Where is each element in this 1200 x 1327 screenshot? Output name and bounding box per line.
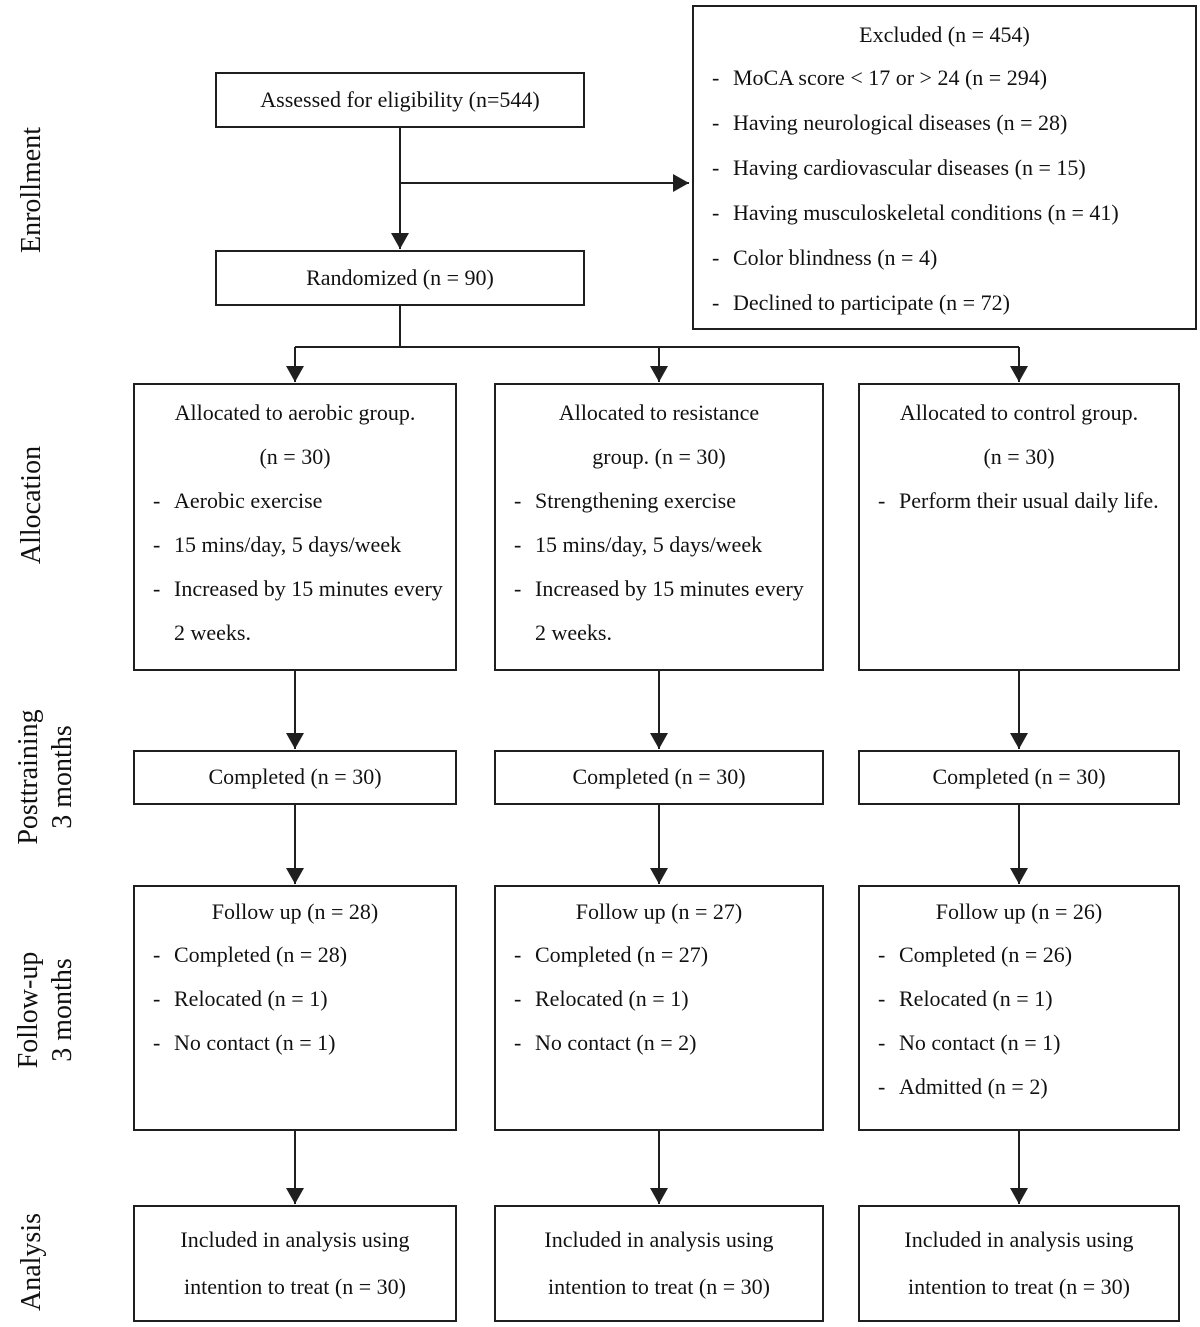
excluded-item: - Color blindness (n = 4) bbox=[712, 235, 1187, 280]
stage-label-followup-line2: 3 months bbox=[47, 958, 78, 1062]
bullet-dash: - bbox=[878, 1074, 886, 1099]
assessed-for-eligibility-box: Assessed for eligibility (n=544) bbox=[215, 72, 585, 128]
followup-item: - Completed (n = 26) bbox=[878, 933, 1170, 977]
followup-title: Follow up (n = 26) bbox=[935, 899, 1103, 924]
allocated-item: - Strengthening exercise bbox=[514, 479, 814, 523]
analysis-resistance-box: Included in analysis using intention to … bbox=[494, 1205, 824, 1322]
stage-label-followup: Follow-up 3 months bbox=[12, 952, 80, 1069]
analysis-line2: intention to treat (n = 30) bbox=[548, 1274, 770, 1299]
bullet-dash: - bbox=[153, 942, 161, 967]
completed-aerobic-box: Completed (n = 30) bbox=[133, 750, 457, 805]
allocated-detail-list: - Perform their usual daily life. bbox=[860, 479, 1178, 523]
followup-item: - No contact (n = 2) bbox=[514, 1021, 814, 1065]
allocated-item: - Increased by 15 minutes every 2 weeks. bbox=[514, 567, 814, 655]
allocated-item: - Perform their usual daily life. bbox=[878, 479, 1170, 523]
bullet-dash: - bbox=[514, 986, 522, 1011]
bullet-dash: - bbox=[514, 942, 522, 967]
stage-label-enrollment: Enrollment bbox=[16, 127, 47, 253]
analysis-control-box: Included in analysis using intention to … bbox=[858, 1205, 1180, 1322]
excluded-item: - MoCA score < 17 or > 24 (n = 294) bbox=[712, 55, 1187, 100]
bullet-dash: - bbox=[878, 1030, 886, 1055]
allocated-resistance-box: Allocated to resistance group. (n = 30) … bbox=[494, 383, 824, 671]
excluded-item: - Having neurological diseases (n = 28) bbox=[712, 100, 1187, 145]
analysis-line2: intention to treat (n = 30) bbox=[908, 1274, 1130, 1299]
bullet-dash: - bbox=[514, 488, 522, 513]
followup-title: Follow up (n = 27) bbox=[575, 899, 743, 924]
bullet-dash: - bbox=[153, 1030, 161, 1055]
analysis-aerobic-box: Included in analysis using intention to … bbox=[133, 1205, 457, 1322]
allocated-title-line2: (n = 30) bbox=[259, 444, 331, 469]
followup-item: - Relocated (n = 1) bbox=[514, 977, 814, 1021]
analysis-line2: intention to treat (n = 30) bbox=[184, 1274, 406, 1299]
excluded-item: - Declined to participate (n = 72) bbox=[712, 280, 1187, 325]
allocated-title-line1: Allocated to resistance bbox=[558, 400, 760, 425]
allocated-detail-list: - Strengthening exercise - 15 mins/day, … bbox=[496, 479, 822, 655]
stage-label-posttraining-line2: 3 months bbox=[47, 725, 78, 829]
bullet-dash: - bbox=[514, 532, 522, 557]
followup-item: - Relocated (n = 1) bbox=[153, 977, 447, 1021]
stage-label-followup-line1: Follow-up bbox=[13, 951, 44, 1069]
bullet-dash: - bbox=[514, 1030, 522, 1055]
excluded-box: Excluded (n = 454) - MoCA score < 17 or … bbox=[692, 5, 1197, 330]
excluded-list: - MoCA score < 17 or > 24 (n = 294) - Ha… bbox=[694, 55, 1195, 325]
bullet-dash: - bbox=[712, 65, 720, 90]
allocated-item: - Aerobic exercise bbox=[153, 479, 447, 523]
bullet-dash: - bbox=[153, 532, 161, 557]
excluded-item: - Having musculoskeletal conditions (n =… bbox=[712, 190, 1187, 235]
allocated-detail-list: - Aerobic exercise - 15 mins/day, 5 days… bbox=[135, 479, 455, 655]
stage-label-posttraining-line1: Posttraining bbox=[13, 709, 44, 845]
bullet-dash: - bbox=[712, 290, 720, 315]
analysis-line1: Included in analysis using bbox=[904, 1227, 1134, 1252]
followup-item: - Relocated (n = 1) bbox=[878, 977, 1170, 1021]
completed-resistance-box: Completed (n = 30) bbox=[494, 750, 824, 805]
allocated-title-line1: Allocated to control group. bbox=[899, 400, 1139, 425]
bullet-dash: - bbox=[878, 942, 886, 967]
excluded-title: Excluded (n = 454) bbox=[859, 22, 1030, 47]
followup-title: Follow up (n = 28) bbox=[211, 899, 379, 924]
followup-list: - Completed (n = 27) - Relocated (n = 1)… bbox=[496, 933, 822, 1065]
followup-item: - No contact (n = 1) bbox=[153, 1021, 447, 1065]
allocated-title-line2: group. (n = 30) bbox=[592, 444, 726, 469]
analysis-line1: Included in analysis using bbox=[544, 1227, 774, 1252]
bullet-dash: - bbox=[153, 488, 161, 513]
analysis-line1: Included in analysis using bbox=[180, 1227, 410, 1252]
bullet-dash: - bbox=[878, 488, 886, 513]
followup-resistance-box: Follow up (n = 27) - Completed (n = 27) … bbox=[494, 885, 824, 1131]
bullet-dash: - bbox=[712, 245, 720, 270]
followup-list: - Completed (n = 26) - Relocated (n = 1)… bbox=[860, 933, 1178, 1109]
followup-item: - Completed (n = 28) bbox=[153, 933, 447, 977]
bullet-dash: - bbox=[712, 110, 720, 135]
allocated-title-line1: Allocated to aerobic group. bbox=[174, 400, 416, 425]
stage-label-analysis: Analysis bbox=[16, 1213, 47, 1311]
bullet-dash: - bbox=[712, 200, 720, 225]
bullet-dash: - bbox=[712, 155, 720, 180]
completed-control-box: Completed (n = 30) bbox=[858, 750, 1180, 805]
allocated-item: - Increased by 15 minutes every 2 weeks. bbox=[153, 567, 447, 655]
excluded-item: - Having cardiovascular diseases (n = 15… bbox=[712, 145, 1187, 190]
allocated-control-box: Allocated to control group. (n = 30) - P… bbox=[858, 383, 1180, 671]
allocated-item: - 15 mins/day, 5 days/week bbox=[514, 523, 814, 567]
followup-item: - Admitted (n = 2) bbox=[878, 1065, 1170, 1109]
bullet-dash: - bbox=[153, 576, 161, 601]
followup-aerobic-box: Follow up (n = 28) - Completed (n = 28) … bbox=[133, 885, 457, 1131]
followup-list: - Completed (n = 28) - Relocated (n = 1)… bbox=[135, 933, 455, 1065]
randomized-box: Randomized (n = 90) bbox=[215, 250, 585, 306]
bullet-dash: - bbox=[878, 986, 886, 1011]
stage-label-posttraining: Posttraining 3 months bbox=[12, 709, 80, 844]
stage-label-allocation: Allocation bbox=[16, 445, 47, 565]
bullet-dash: - bbox=[514, 576, 522, 601]
allocated-aerobic-box: Allocated to aerobic group. (n = 30) - A… bbox=[133, 383, 457, 671]
allocated-title-line2: (n = 30) bbox=[983, 444, 1055, 469]
allocated-item: - 15 mins/day, 5 days/week bbox=[153, 523, 447, 567]
followup-item: - Completed (n = 27) bbox=[514, 933, 814, 977]
followup-control-box: Follow up (n = 26) - Completed (n = 26) … bbox=[858, 885, 1180, 1131]
followup-item: - No contact (n = 1) bbox=[878, 1021, 1170, 1065]
bullet-dash: - bbox=[153, 986, 161, 1011]
